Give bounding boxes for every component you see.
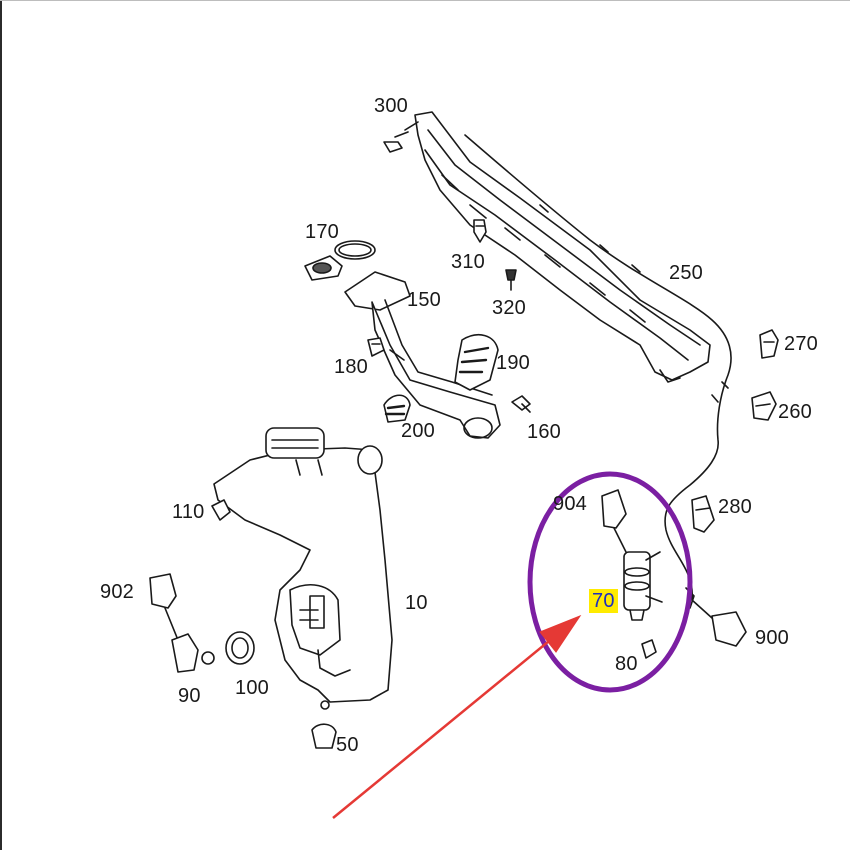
frame-border-top (0, 0, 850, 1)
callout-310: 310 (451, 251, 485, 273)
callout-160: 160 (527, 421, 561, 443)
filler-neck-150 (344, 271, 501, 439)
connector-900 (685, 587, 747, 647)
clip-180 (367, 337, 385, 357)
connector-280 (691, 495, 715, 533)
connector-904 (601, 489, 627, 553)
bracket-190 (454, 334, 499, 391)
washer-hose-250 (464, 134, 732, 601)
plug-50 (311, 723, 337, 749)
frame-border-left (0, 0, 2, 850)
clip-110 (211, 499, 231, 521)
bracket-200 (383, 394, 411, 423)
clip-310 (473, 219, 487, 243)
clip-260 (751, 391, 777, 421)
callout-90: 90 (178, 685, 201, 707)
callout-80: 80 (615, 653, 638, 675)
callout-260: 260 (778, 401, 812, 423)
callout-270: 270 (784, 333, 818, 355)
filler-cap-170 (304, 240, 376, 281)
clip-270 (759, 329, 779, 359)
callout-180: 180 (334, 356, 368, 378)
callout-70-highlighted: 70 (589, 589, 618, 613)
callout-300: 300 (374, 95, 408, 117)
grommet-80 (641, 639, 657, 659)
callout-320: 320 (492, 297, 526, 319)
pointer-arrow (332, 614, 582, 819)
callout-902: 902 (100, 581, 134, 603)
bolt-160 (511, 395, 531, 413)
callout-904: 904 (553, 493, 587, 515)
callout-100: 100 (235, 677, 269, 699)
grommet-100 (225, 631, 255, 665)
callout-280: 280 (718, 496, 752, 518)
callout-900: 900 (755, 627, 789, 649)
bolt-320 (505, 269, 517, 291)
callout-110: 110 (172, 501, 205, 523)
level-sensor-90 (171, 633, 215, 673)
callout-50: 50 (336, 734, 359, 756)
callout-190: 190 (496, 352, 530, 374)
callout-170: 170 (305, 221, 339, 243)
washer-pump-70 (623, 551, 663, 621)
reservoir-10 (213, 427, 393, 710)
callout-10: 10 (405, 592, 428, 614)
highlight-circle (527, 471, 693, 693)
cowl-panel-300 (383, 111, 711, 383)
callout-250: 250 (669, 262, 703, 284)
callout-200: 200 (401, 420, 435, 442)
callout-150: 150 (407, 289, 441, 311)
